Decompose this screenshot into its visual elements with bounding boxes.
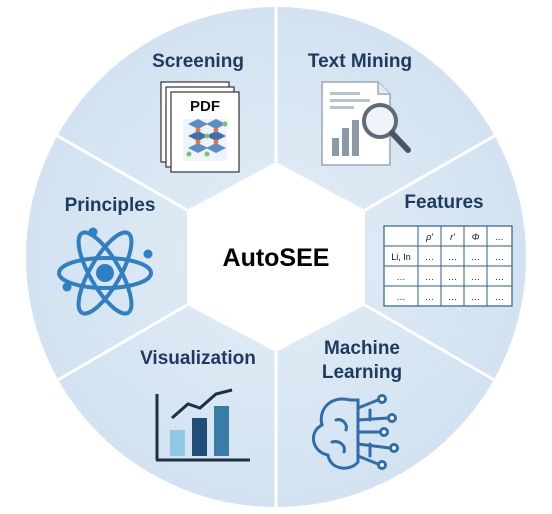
table-header-cell: r' xyxy=(450,232,455,242)
table-header-cell: Φ xyxy=(472,232,480,242)
segment-dividers xyxy=(55,7,497,507)
table-cell: … xyxy=(471,272,480,282)
divider-bottom-left xyxy=(55,303,188,383)
table-cell: … xyxy=(471,252,480,262)
table-cell: … xyxy=(397,272,406,282)
bar-chart-icon xyxy=(155,388,250,462)
table-cell: … xyxy=(425,252,434,262)
center-title: AutoSEE xyxy=(223,244,330,272)
bar-tall xyxy=(214,406,229,456)
features-label: Features xyxy=(404,192,483,213)
machine-learning-label-line1: Machine xyxy=(324,338,400,359)
divider-bottom-right xyxy=(364,303,497,383)
bar-short xyxy=(170,430,185,456)
visualization-label: Visualization xyxy=(140,348,256,369)
table-cell: … xyxy=(425,292,434,302)
crystal-structure-icon xyxy=(183,119,228,161)
table-cell: … xyxy=(448,272,457,282)
table-cell: … xyxy=(397,292,406,302)
atom-icon xyxy=(57,227,153,316)
pdf-label: PDF xyxy=(190,98,220,115)
table-header-cell: ρ' xyxy=(425,232,433,242)
machine-learning-label-line2: Learning xyxy=(322,362,402,383)
screening-label: Screening xyxy=(152,51,244,72)
table-cell: … xyxy=(495,292,504,302)
table-cell: … xyxy=(495,252,504,262)
text-mining-label: Text Mining xyxy=(308,51,412,72)
divider-top-right xyxy=(364,133,497,212)
principles-label: Principles xyxy=(65,195,156,216)
table-cell: … xyxy=(425,272,434,282)
divider-top-left xyxy=(55,133,188,212)
features-table: ρ' r' Φ … Li, In … … … … … … … … … … … … … … xyxy=(383,225,513,307)
table-cell: Li, In xyxy=(391,252,411,262)
table-cell: … xyxy=(471,292,480,302)
center-hexagon xyxy=(187,162,365,352)
table-header-cell: … xyxy=(495,232,504,242)
table-cell: … xyxy=(448,292,457,302)
report-magnifier-icon xyxy=(321,81,411,166)
bar-medium xyxy=(192,418,207,456)
pdf-stack-icon: PDF xyxy=(160,81,240,173)
circuit-brain-icon xyxy=(312,394,399,470)
table-cell: … xyxy=(448,252,457,262)
table-cell: … xyxy=(495,272,504,282)
trend-line xyxy=(171,388,233,420)
